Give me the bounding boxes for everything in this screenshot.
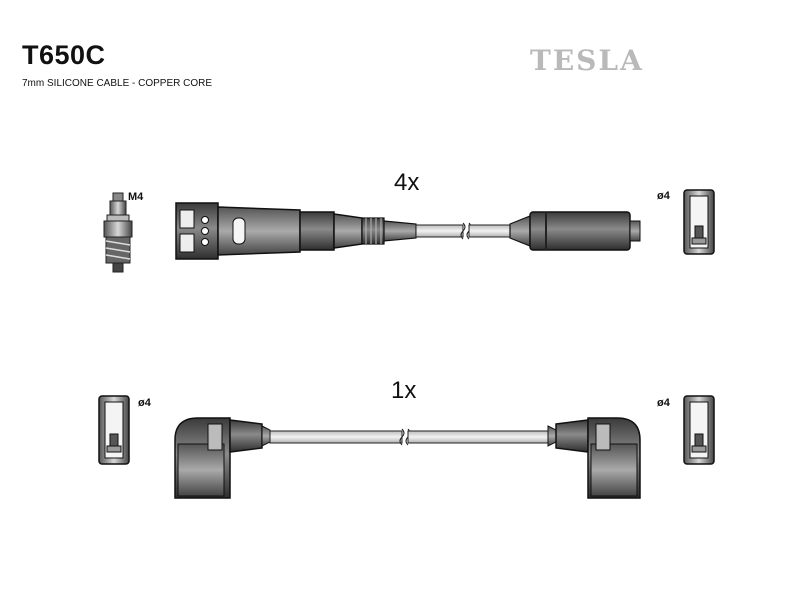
- bottom-left-terminal-cap-icon: [98, 395, 130, 465]
- straight-plug-boot-icon: [175, 202, 417, 260]
- bottom-right-angled-boot-icon: [547, 417, 641, 499]
- bottom-right-terminal-diameter-label: ø4: [657, 397, 670, 409]
- spark-plug-icon: [103, 192, 133, 273]
- top-terminal-diameter-label: ø4: [657, 190, 670, 202]
- cable-description: 7mm SILICONE CABLE - COPPER CORE: [22, 78, 213, 89]
- bottom-cable: [269, 428, 549, 446]
- coil-boot-icon: [509, 211, 641, 251]
- bottom-cable-quantity: 1x: [391, 377, 417, 404]
- bottom-right-terminal-cap-icon: [683, 395, 715, 465]
- bottom-left-angled-boot-icon: [174, 417, 271, 499]
- top-terminal-cap-icon: [683, 189, 715, 255]
- top-cable-quantity: 4x: [394, 169, 420, 196]
- spark-plug-thread-label: M4: [128, 191, 144, 203]
- bottom-left-terminal-diameter-label: ø4: [138, 397, 151, 409]
- part-number: T650C: [22, 40, 106, 70]
- top-cable: [415, 222, 511, 240]
- brand-logo: TESLA: [530, 44, 644, 77]
